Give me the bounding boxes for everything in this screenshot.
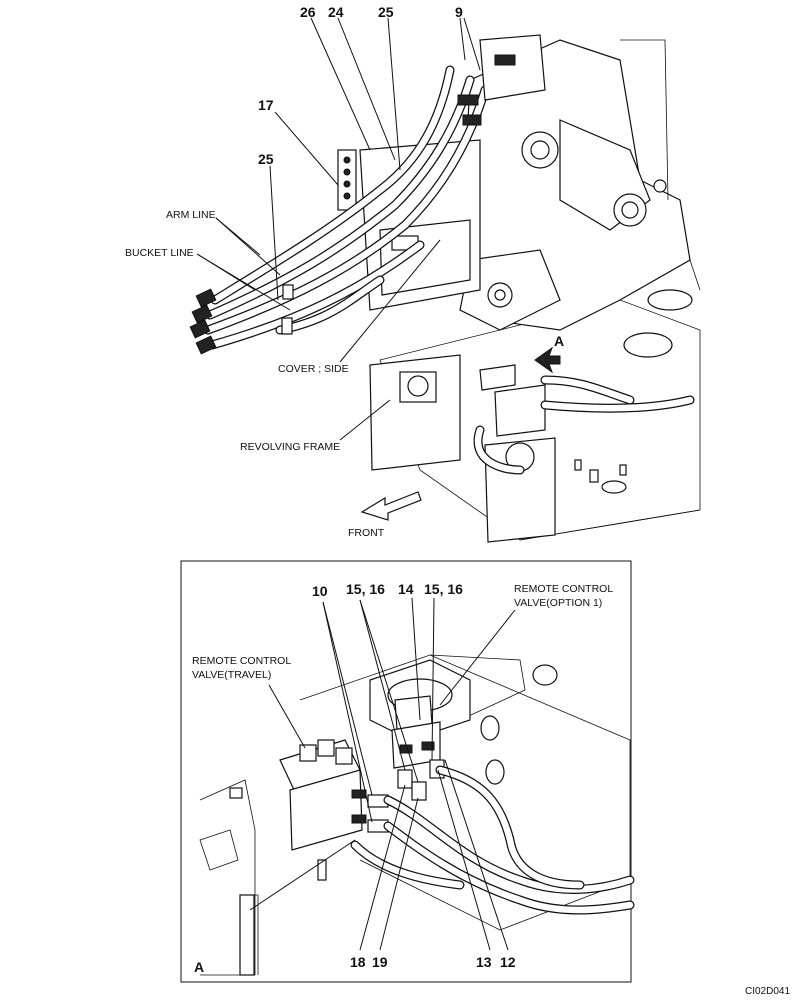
callout-17: 17 xyxy=(258,97,274,113)
callout-25-top: 25 xyxy=(378,4,394,20)
callout-14: 14 xyxy=(398,581,414,597)
upper-leader-lines xyxy=(196,17,481,441)
callout-19: 19 xyxy=(372,954,388,970)
upper-assembly-drawing: 26 24 25 9 17 25 ARM LINE BUCKET LINE CO… xyxy=(125,4,701,543)
callout-9: 9 xyxy=(455,4,463,20)
label-front: FRONT xyxy=(348,527,385,539)
hydraulic-hoses-upper xyxy=(189,65,490,355)
label-cover-side: COVER ; SIDE xyxy=(278,363,349,375)
detail-fittings xyxy=(367,759,445,833)
callout-10: 10 xyxy=(312,583,328,599)
label-revolving-frame: REVOLVING FRAME xyxy=(240,441,340,453)
detail-view-letter: A xyxy=(194,959,204,975)
callout-15-16-right: 15, 16 xyxy=(424,581,463,597)
callout-12: 12 xyxy=(500,954,516,970)
label-bucket-line: BUCKET LINE xyxy=(125,247,194,259)
hydraulic-hoses-detail xyxy=(350,765,635,915)
callout-15-16-left: 15, 16 xyxy=(346,581,385,597)
callout-26: 26 xyxy=(300,4,316,20)
label-rcv-travel-line2: VALVE(TRAVEL) xyxy=(192,669,271,681)
detail-view-a: 10 15, 16 14 15, 16 18 19 13 12 REMOTE C… xyxy=(180,560,635,983)
detail-frame xyxy=(180,560,632,983)
view-marker-a: A xyxy=(554,333,564,349)
view-arrow-icon xyxy=(534,346,561,374)
callout-18: 18 xyxy=(350,954,366,970)
label-rcv-option-line1: REMOTE CONTROL xyxy=(514,583,613,595)
clamp-block xyxy=(337,149,357,211)
label-rcv-option-line2: VALVE(OPTION 1) xyxy=(514,597,602,609)
drawing-code: CI02D041 xyxy=(745,986,790,997)
callout-13: 13 xyxy=(476,954,492,970)
detail-leader-lines xyxy=(249,597,516,951)
front-arrow-icon xyxy=(360,491,422,521)
remote-control-valve-travel xyxy=(279,739,367,851)
callout-25-left: 25 xyxy=(258,151,274,167)
label-arm-line: ARM LINE xyxy=(166,209,216,221)
frame-valve-assembly xyxy=(369,289,695,543)
label-rcv-travel-line1: REMOTE CONTROL xyxy=(192,655,291,667)
remote-control-valve-option1 xyxy=(391,695,441,769)
upper-fittings xyxy=(457,34,546,126)
callout-24: 24 xyxy=(328,4,344,20)
